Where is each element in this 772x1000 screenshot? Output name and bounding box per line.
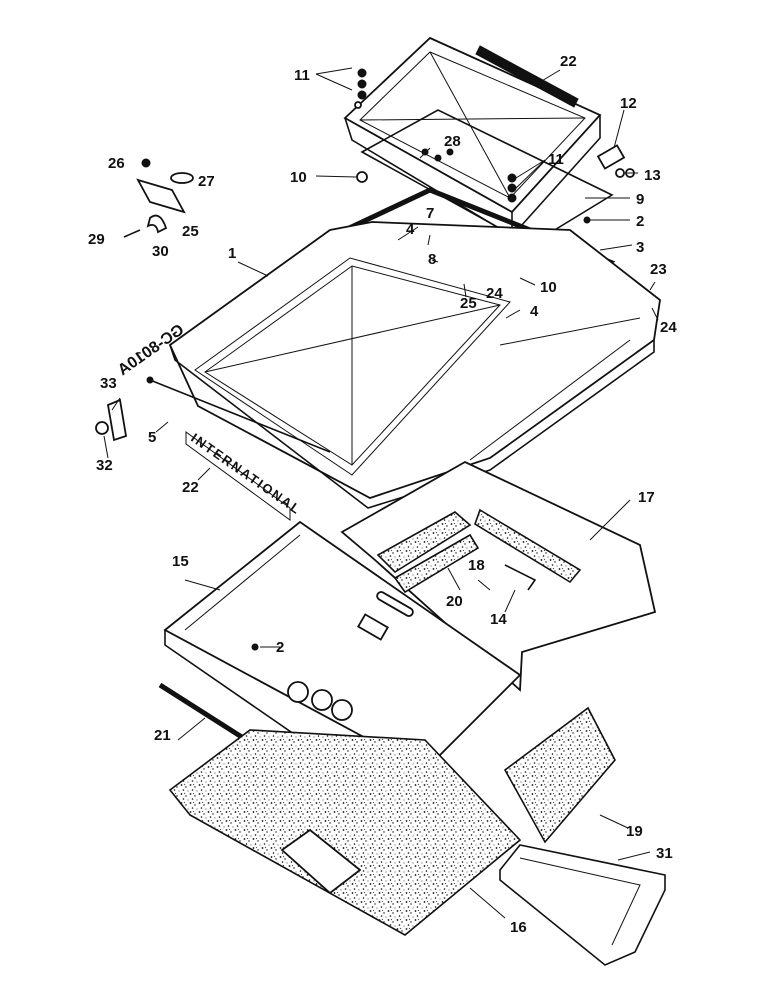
console-tray [163,520,522,791]
floor-mat [168,729,522,936]
callout-2: 2 [636,213,644,230]
callout-1: 1 [228,245,236,262]
callout-5: 5 [148,429,156,446]
callout-15: 15 [172,553,189,570]
callout-28: 28 [444,133,461,150]
callout-14: 14 [490,611,507,628]
callout-9: 9 [636,191,644,208]
callout-21: 21 [154,727,171,744]
callout-16: 16 [510,919,527,936]
leader-lines [103,67,659,919]
gasket-frame [360,109,614,246]
callout-29: 29 [88,231,105,248]
callout-30: 30 [152,243,169,260]
callout-11: 11 [294,67,310,84]
callout-7: 7 [426,205,434,222]
callout-19: 19 [626,823,643,840]
callout-3: 3 [636,239,644,256]
callout-4: 4 [530,303,539,320]
callout-27: 27 [198,173,215,190]
callout-11: 11 [548,151,564,168]
decal-strip-top [475,45,579,108]
callout-17: 17 [638,489,655,506]
decal-badge [185,431,291,521]
callout-25: 25 [182,223,199,240]
callout-10: 10 [540,279,557,296]
callout-18: 18 [468,557,485,574]
callout-22: 22 [560,53,577,70]
callout-33: 33 [100,375,117,392]
callout-2: 2 [276,639,284,656]
callout-24: 24 [486,285,503,302]
callout-4: 4 [406,221,415,238]
callout-labels: 11 22 12 28 11 26 27 10 13 9 2 3 7 4 25 … [88,53,677,936]
callout-12: 12 [620,95,637,112]
callout-13: 13 [644,167,661,184]
callout-32: 32 [96,457,113,474]
callout-26: 26 [108,155,125,172]
lower-housing [340,460,657,692]
trim-rod [146,376,331,453]
callout-23: 23 [650,261,667,278]
callout-25: 25 [460,295,477,312]
callout-10: 10 [290,169,307,186]
latch-assembly-left [95,398,128,442]
callout-31: 31 [656,845,673,862]
clamp-assembly [123,158,194,238]
callout-24: 24 [660,319,677,336]
callout-22: 22 [182,479,199,496]
hinge-right [596,144,626,170]
fasteners-upper [354,68,635,224]
callout-20: 20 [446,593,463,610]
bottom-gasket [499,844,666,966]
callout-8: 8 [428,251,436,268]
side-mat [503,706,616,844]
